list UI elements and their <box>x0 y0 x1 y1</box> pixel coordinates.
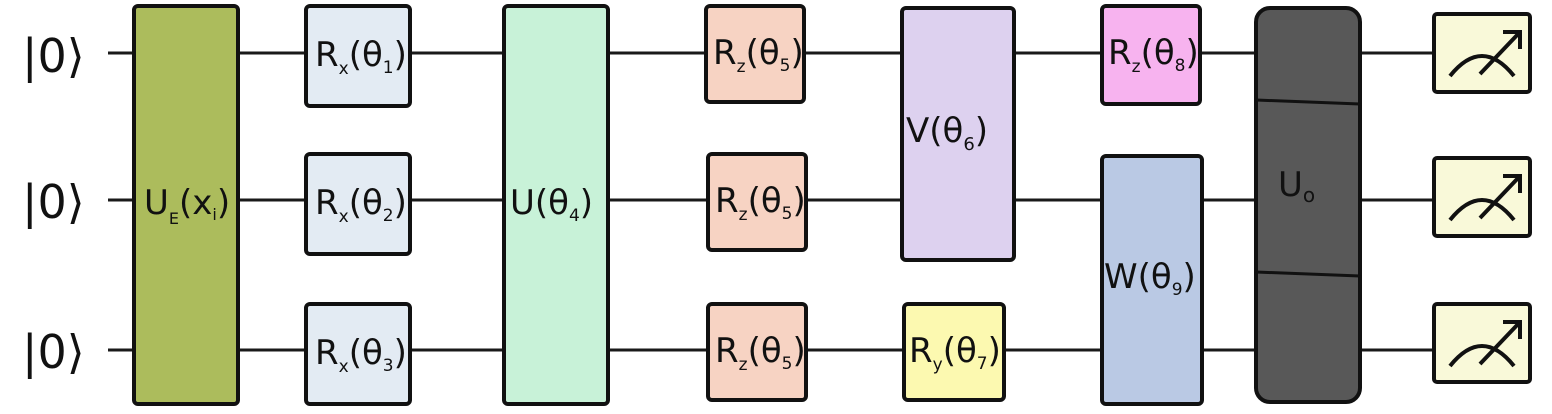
uo-gate-label: U <box>1278 165 1303 205</box>
rx-gate-2: Rx(θ2) <box>304 152 412 256</box>
rz-gate-1-sub: z <box>737 57 746 77</box>
svg-text:UE(xi): UE(xi) <box>144 183 230 228</box>
ry-gate-7: Ry(θ7) <box>902 302 1006 402</box>
rz-gate-3-sub: z <box>739 355 748 375</box>
v-gate-6-close: ) <box>975 111 988 151</box>
w-gate-9-close: ) <box>1183 257 1196 297</box>
measurement-2 <box>1432 156 1532 238</box>
meter-icon <box>1448 198 1516 222</box>
ry-gate-7-close: ) <box>988 331 1001 371</box>
measurement-3 <box>1432 302 1532 384</box>
u-gate-4-close: ) <box>580 183 593 223</box>
svg-text:V(θ6): V(θ6) <box>906 111 988 155</box>
encoding-gate-label: U <box>144 183 169 223</box>
rz-gate-2: Rz(θ5) <box>706 152 808 252</box>
w-gate-9-argsub: 9 <box>1172 280 1183 300</box>
encoding-gate-close: ) <box>217 183 230 223</box>
svg-text:Rz(θ5): Rz(θ5) <box>715 331 806 375</box>
ket-input-3: |0⟩ <box>22 325 85 380</box>
svg-text:Rx(θ1): Rx(θ1) <box>315 35 407 79</box>
rz-gate-2-sub: z <box>739 205 748 225</box>
svg-text:Rz(θ8): Rz(θ8) <box>1108 33 1199 77</box>
rx-gate-2-arg: (θ <box>349 183 383 223</box>
encoding-gate-arg: (x <box>179 183 212 223</box>
rz-gate-2-label: R <box>715 181 739 221</box>
ket-input-1: |0⟩ <box>22 29 85 84</box>
rz-gate-1: Rz(θ5) <box>704 4 806 104</box>
svg-text:W(θ9): W(θ9) <box>1104 257 1196 300</box>
rx-gate-3-label: R <box>315 333 339 373</box>
rz-gate-2-argsub: 5 <box>782 204 793 224</box>
rx-gate-1-label: R <box>315 35 339 75</box>
rz-gate-8-argsub: 8 <box>1175 56 1186 76</box>
rz-gate-8-sub: z <box>1132 57 1141 77</box>
svg-text:Uo: Uo <box>1278 165 1315 207</box>
rz-gate-2-arg: (θ <box>748 181 782 221</box>
w-gate-9: W(θ9) <box>1100 154 1204 406</box>
u-gate-4-argsub: 4 <box>569 206 580 226</box>
svg-text:Rz(θ5): Rz(θ5) <box>715 181 806 225</box>
rx-gate-3: Rx(θ3) <box>304 302 412 406</box>
meter-icon <box>1448 344 1516 368</box>
rz-gate-3-close: ) <box>792 331 805 371</box>
v-gate-6-text: V(θ <box>906 111 963 151</box>
v-gate-6: V(θ6) <box>900 6 1016 262</box>
rx-gate-1: Rx(θ1) <box>304 4 412 108</box>
rx-gate-2-argsub: 2 <box>383 206 394 226</box>
rz-gate-8-arg: (θ <box>1141 33 1175 73</box>
uo-gate: Uo <box>1254 6 1362 404</box>
uo-gate-sub: o <box>1303 183 1315 207</box>
rx-gate-2-sub: x <box>339 207 349 227</box>
rx-gate-3-arg: (θ <box>349 333 383 373</box>
rz-gate-3-argsub: 5 <box>782 354 793 374</box>
v-gate-6-argsub: 6 <box>963 134 974 155</box>
encoding-gate-argsub: i <box>212 205 216 224</box>
svg-text:Rz(θ5): Rz(θ5) <box>713 33 804 77</box>
rx-gate-2-close: ) <box>394 183 407 223</box>
ket-input-2: |0⟩ <box>22 175 85 230</box>
svg-text:Ry(θ7): Ry(θ7) <box>909 331 1001 375</box>
measurement-1 <box>1432 12 1532 94</box>
ry-gate-7-label: R <box>909 331 933 371</box>
rz-gate-1-arg: (θ <box>746 33 780 73</box>
rz-gate-8-label: R <box>1108 33 1132 73</box>
ry-gate-7-argsub: 7 <box>977 354 988 374</box>
svg-text:Rx(θ3): Rx(θ3) <box>315 333 407 377</box>
rz-gate-1-argsub: 5 <box>780 56 791 76</box>
rx-gate-2-label: R <box>315 183 339 223</box>
rz-gate-8-close: ) <box>1185 33 1198 73</box>
rz-gate-3-arg: (θ <box>748 331 782 371</box>
rz-gate-3: Rz(θ5) <box>706 302 808 402</box>
u-gate-4-text: U(θ <box>510 183 569 223</box>
encoding-gate: UE(xi) <box>132 4 240 406</box>
rz-gate-1-close: ) <box>790 33 803 73</box>
input-states: |0⟩ |0⟩ |0⟩ <box>22 29 85 380</box>
rx-gate-1-arg: (θ <box>349 35 383 75</box>
encoding-gate-sub: E <box>169 209 179 228</box>
u-gate-4: U(θ4) <box>502 4 610 406</box>
rz-gate-8: Rz(θ8) <box>1100 4 1202 106</box>
ry-gate-7-sub: y <box>933 355 943 375</box>
rx-gate-1-sub: x <box>339 59 349 79</box>
meter-icon <box>1448 54 1516 78</box>
ry-gate-7-arg: (θ <box>943 331 977 371</box>
rx-gate-3-sub: x <box>339 357 349 377</box>
rx-gate-3-argsub: 3 <box>383 356 394 376</box>
svg-text:Rx(θ2): Rx(θ2) <box>315 183 407 227</box>
svg-text:U(θ4): U(θ4) <box>510 183 593 226</box>
rx-gate-1-close: ) <box>394 35 407 75</box>
rz-gate-2-close: ) <box>792 181 805 221</box>
rz-gate-3-label: R <box>715 331 739 371</box>
w-gate-9-text: W(θ <box>1104 257 1172 297</box>
rz-gate-1-label: R <box>713 33 737 73</box>
rx-gate-3-close: ) <box>394 333 407 373</box>
rx-gate-1-argsub: 1 <box>383 58 394 78</box>
